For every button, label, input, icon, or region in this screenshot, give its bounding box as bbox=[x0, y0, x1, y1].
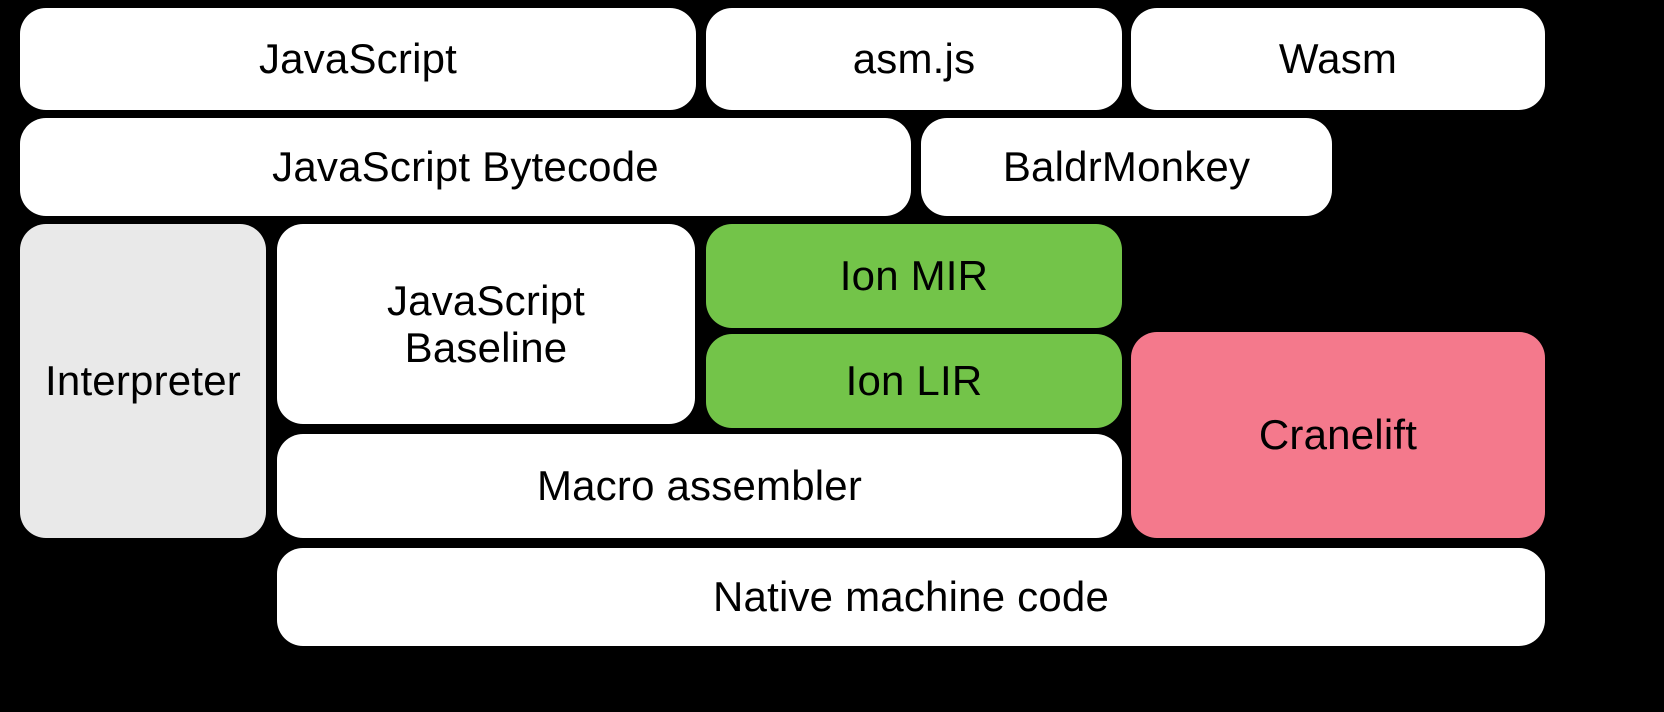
node-macro-assembler: Macro assembler bbox=[277, 434, 1122, 538]
node-baldrmonkey: BaldrMonkey bbox=[921, 118, 1332, 216]
node-javascript-baseline-label: JavaScript Baseline bbox=[386, 276, 586, 371]
node-native-machine-code-label: Native machine code bbox=[712, 573, 1109, 621]
node-javascript-label: JavaScript bbox=[258, 35, 458, 83]
node-javascript: JavaScript bbox=[20, 8, 696, 110]
node-ion-mir: Ion MIR bbox=[706, 224, 1122, 328]
node-ion-lir-label: Ion LIR bbox=[845, 357, 983, 405]
node-ion-lir: Ion LIR bbox=[706, 334, 1122, 428]
node-baldrmonkey-label: BaldrMonkey bbox=[1002, 143, 1251, 191]
node-interpreter: Interpreter bbox=[20, 224, 266, 538]
node-javascript-bytecode-label: JavaScript Bytecode bbox=[272, 143, 659, 191]
node-javascript-baseline: JavaScript Baseline bbox=[277, 224, 695, 424]
node-cranelift: Cranelift bbox=[1131, 332, 1545, 538]
node-wasm-label: Wasm bbox=[1278, 35, 1398, 83]
node-asm-js: asm.js bbox=[706, 8, 1122, 110]
node-native-machine-code: Native machine code bbox=[277, 548, 1545, 646]
node-wasm: Wasm bbox=[1131, 8, 1545, 110]
node-asm-js-label: asm.js bbox=[852, 35, 976, 83]
node-macro-assembler-label: Macro assembler bbox=[536, 462, 863, 510]
node-interpreter-label: Interpreter bbox=[45, 357, 241, 405]
node-ion-mir-label: Ion MIR bbox=[839, 252, 989, 300]
node-cranelift-label: Cranelift bbox=[1258, 411, 1418, 459]
node-javascript-bytecode: JavaScript Bytecode bbox=[20, 118, 911, 216]
